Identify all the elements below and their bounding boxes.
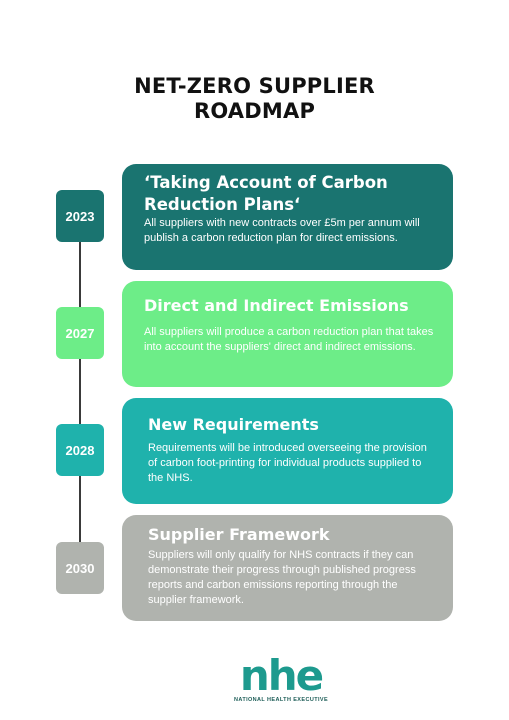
milestone-card-2028: New Requirements Requirements will be in… (122, 398, 453, 504)
milestone-description: All suppliers will produce a carbon redu… (144, 326, 434, 353)
page-title: NET-ZERO SUPPLIER ROADMAP (0, 74, 509, 124)
nhe-logo: nhe NATIONAL HEALTH EXECUTIVE (226, 651, 336, 704)
year-badge-2023: 2023 (56, 190, 104, 242)
milestone-title: New Requirements (148, 415, 319, 434)
milestone-description: All suppliers with new contracts over £5… (144, 217, 420, 244)
milestone-card-2027: Direct and Indirect Emissions All suppli… (122, 281, 453, 387)
milestone-title: Supplier Framework (148, 525, 330, 544)
milestone-title-line-2: Reduction Plans‘ (144, 195, 301, 214)
title-line-1: NET-ZERO SUPPLIER (134, 74, 375, 98)
milestone-title: ‘Taking Account of Carbon Reduction Plan… (144, 172, 388, 216)
logo-mark: nhe (239, 651, 324, 700)
year-badge-2028: 2028 (56, 424, 104, 476)
logo-name: NATIONAL HEALTH EXECUTIVE (233, 697, 329, 703)
year-badge-2027: 2027 (56, 307, 104, 359)
milestone-title-line-1: ‘Taking Account of Carbon (144, 173, 388, 192)
year-badge-2030: 2030 (56, 542, 104, 594)
title-line-2: ROADMAP (193, 99, 316, 123)
milestone-description: Suppliers will only qualify for NHS cont… (148, 549, 416, 606)
milestone-card-2030: Supplier Framework Suppliers will only q… (122, 515, 453, 621)
timeline-line (79, 200, 81, 578)
milestone-card-2023: ‘Taking Account of Carbon Reduction Plan… (122, 164, 453, 270)
milestone-title: Direct and Indirect Emissions (144, 296, 409, 315)
milestone-description: Requirements will be introduced overseei… (148, 442, 427, 484)
